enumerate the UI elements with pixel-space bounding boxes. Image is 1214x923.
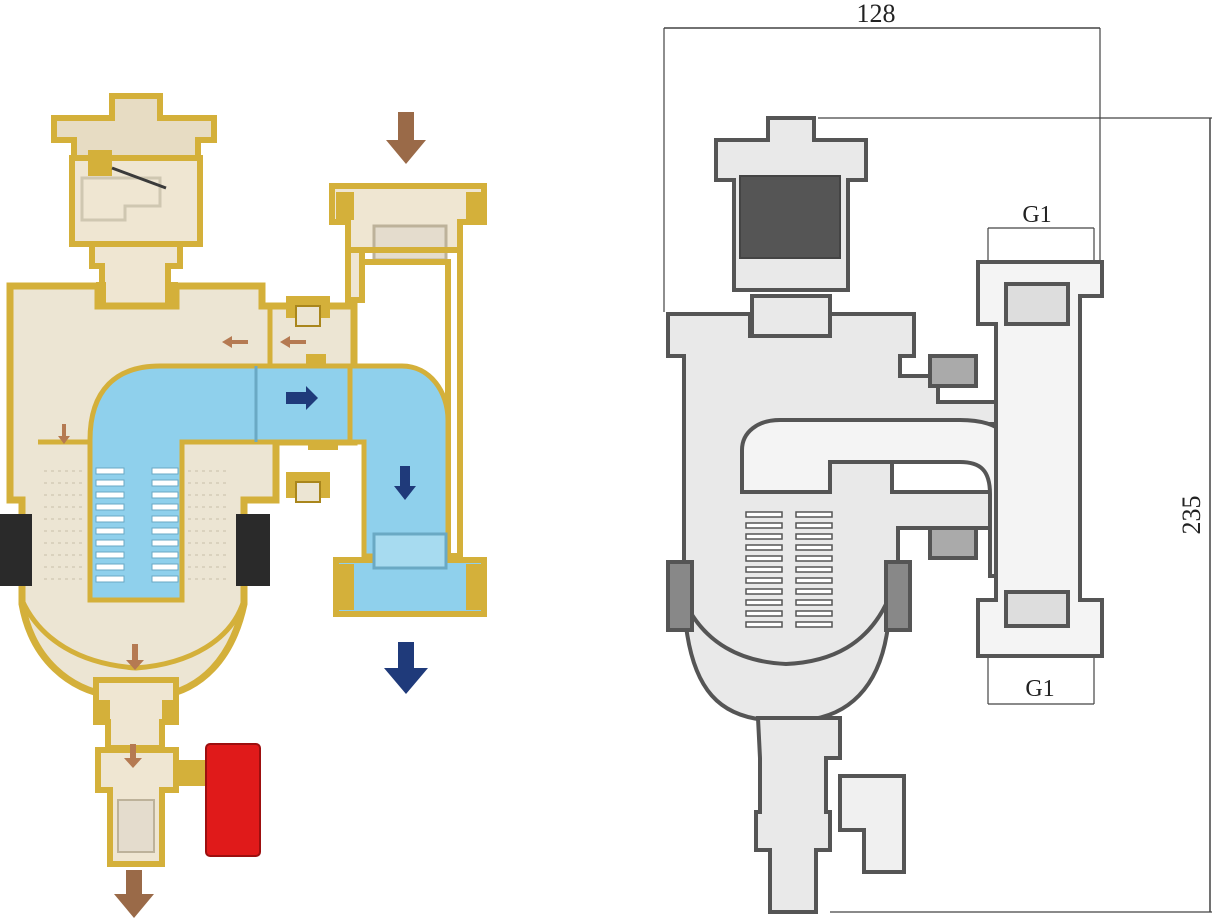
inlet-flow-arrow bbox=[386, 112, 426, 164]
mesh-slat bbox=[151, 467, 179, 475]
outlet-thread-dimension: G1 bbox=[987, 656, 1095, 705]
mesh-slat bbox=[795, 511, 833, 518]
mesh-slat bbox=[95, 551, 125, 559]
left-seal-band bbox=[0, 514, 32, 586]
mesh-slat bbox=[151, 563, 179, 571]
mesh-slat bbox=[745, 555, 783, 562]
mesh-slat bbox=[745, 588, 783, 595]
drain-flow-arrow bbox=[114, 870, 154, 918]
mesh-slat bbox=[151, 479, 179, 487]
mesh-slat bbox=[95, 563, 125, 571]
inlet-thread-label: G1 bbox=[1022, 202, 1051, 228]
mesh-slat bbox=[151, 503, 179, 511]
flow-arrows bbox=[58, 112, 428, 918]
mesh-slat bbox=[95, 527, 125, 535]
air-vent-cap bbox=[51, 93, 217, 309]
outline-body bbox=[666, 116, 1104, 914]
mesh-slat bbox=[151, 527, 179, 535]
mesh-slat bbox=[151, 491, 179, 499]
width-dimension-label: 128 bbox=[857, 0, 896, 28]
mesh-slat bbox=[795, 621, 833, 628]
mesh-slat bbox=[795, 577, 833, 584]
mesh-element-outline bbox=[745, 511, 833, 628]
mesh-slat bbox=[745, 621, 783, 628]
mesh-slat bbox=[795, 599, 833, 606]
mesh-slat bbox=[95, 539, 125, 547]
mesh-slat bbox=[745, 577, 783, 584]
mesh-slat bbox=[95, 503, 125, 511]
mesh-slat bbox=[745, 566, 783, 573]
drain-neck bbox=[93, 677, 214, 867]
mesh-slat bbox=[151, 539, 179, 547]
dimension-drawing: 128 235 G1 G1 bbox=[663, 0, 1212, 914]
cutaway-view bbox=[0, 93, 487, 918]
width-dimension: 128 bbox=[663, 0, 1101, 312]
mesh-slat bbox=[745, 522, 783, 529]
mesh-slat bbox=[745, 610, 783, 617]
mesh-slat bbox=[795, 566, 833, 573]
mesh-slat bbox=[795, 544, 833, 551]
mesh-slat bbox=[745, 511, 783, 518]
right-seal-band bbox=[236, 514, 270, 586]
inlet-thread-dimension: G1 bbox=[987, 202, 1095, 262]
mesh-slat bbox=[795, 610, 833, 617]
height-dimension: 235 bbox=[818, 117, 1212, 913]
mesh-element bbox=[44, 467, 230, 583]
brass-port-fittings bbox=[286, 296, 338, 503]
mesh-slat bbox=[795, 555, 833, 562]
mesh-slat bbox=[745, 544, 783, 551]
mesh-slat bbox=[795, 533, 833, 540]
outlet-thread-label: G1 bbox=[1025, 676, 1054, 702]
mesh-slat bbox=[95, 467, 125, 475]
mesh-slat bbox=[151, 575, 179, 583]
mesh-slat bbox=[151, 515, 179, 523]
outlet-flow-arrow bbox=[384, 642, 428, 694]
mesh-slat bbox=[95, 479, 125, 487]
mesh-slat bbox=[745, 533, 783, 540]
mesh-slat bbox=[151, 551, 179, 559]
drain-valve-handle bbox=[205, 743, 261, 857]
mesh-slat bbox=[95, 515, 125, 523]
mesh-slat bbox=[745, 599, 783, 606]
mesh-slat bbox=[795, 522, 833, 529]
mesh-slat bbox=[95, 575, 125, 583]
mesh-slat bbox=[95, 491, 125, 499]
height-dimension-label: 235 bbox=[1177, 496, 1206, 535]
mesh-slat bbox=[795, 588, 833, 595]
